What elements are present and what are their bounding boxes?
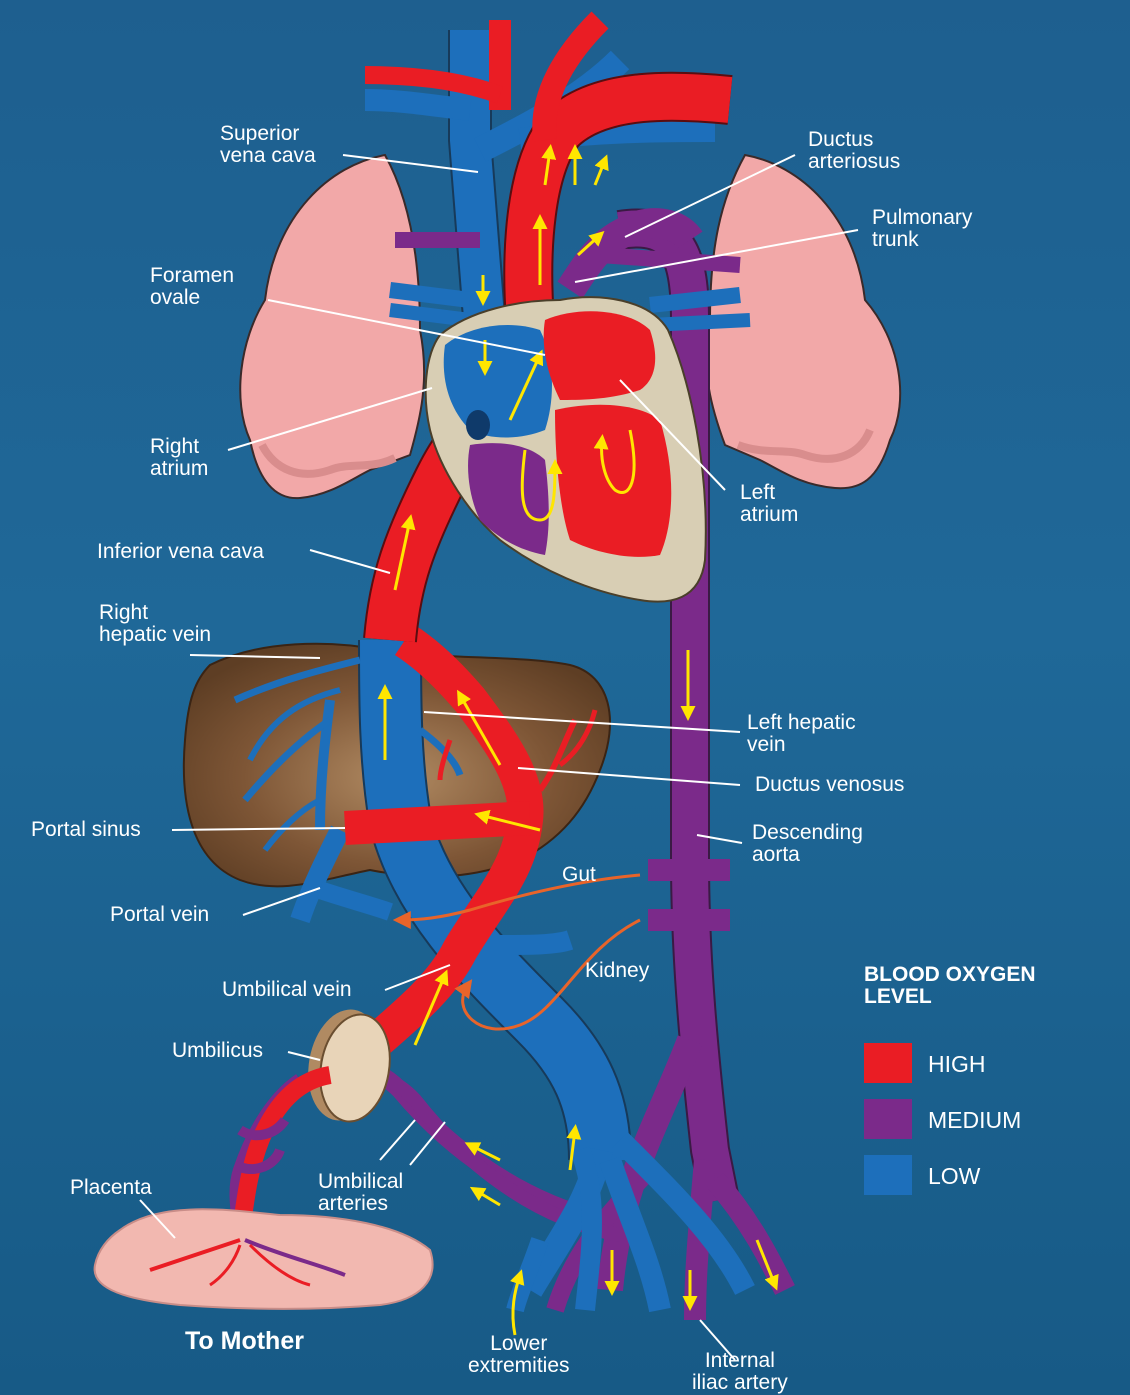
legend-label-medium: MEDIUM — [928, 1107, 1021, 1134]
label-foramen-ovale: Foramen ovale — [150, 265, 234, 309]
label-right-hepatic-vein: Right hepatic vein — [99, 602, 211, 646]
legend-swatch-low — [864, 1155, 912, 1195]
label-portal-sinus: Portal sinus — [31, 819, 141, 841]
placenta — [95, 1209, 433, 1308]
legend-title: BLOOD OXYGEN LEVEL — [864, 964, 1036, 1008]
label-lower-extremities: Lower extremities — [468, 1333, 570, 1377]
label-ductus-venosus: Ductus venosus — [755, 774, 904, 796]
label-left-atrium: Left atrium — [740, 482, 798, 526]
label-internal-iliac-artery: Internal iliac artery — [692, 1350, 788, 1394]
legend-swatch-high — [864, 1043, 912, 1083]
legend-label-low: LOW — [928, 1163, 980, 1190]
label-descending-aorta: Descending aorta — [752, 822, 863, 866]
label-portal-vein: Portal vein — [110, 904, 209, 926]
label-kidney: Kidney — [585, 960, 649, 982]
label-superior-vena-cava: Superior vena cava — [220, 123, 316, 167]
legend-swatch-medium — [864, 1099, 912, 1139]
label-to-mother: To Mother — [185, 1330, 304, 1352]
label-placenta: Placenta — [70, 1177, 152, 1199]
legend-item-low: LOW — [864, 1155, 1124, 1197]
label-left-hepatic-vein: Left hepatic vein — [747, 712, 856, 756]
right-lung — [240, 155, 424, 498]
label-inferior-vena-cava: Inferior vena cava — [97, 541, 264, 563]
label-right-atrium: Right atrium — [150, 436, 208, 480]
legend-label-high: HIGH — [928, 1051, 986, 1078]
label-ductus-arteriosus: Ductus arteriosus — [808, 129, 900, 173]
label-umbilical-arteries: Umbilical arteries — [318, 1171, 403, 1215]
label-umbilicus: Umbilicus — [172, 1040, 263, 1062]
legend-item-medium: MEDIUM — [864, 1099, 1124, 1141]
label-umbilical-vein: Umbilical vein — [222, 979, 352, 1001]
heart — [426, 297, 706, 602]
legend-item-high: HIGH — [864, 1043, 1124, 1085]
label-gut: Gut — [562, 864, 596, 886]
label-pulmonary-trunk: Pulmonary trunk — [872, 207, 972, 251]
